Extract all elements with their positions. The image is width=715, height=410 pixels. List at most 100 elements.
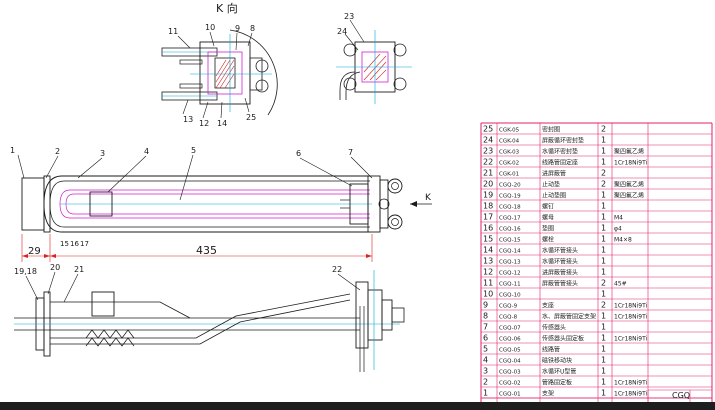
- callout-19-18: 19,18: [14, 267, 37, 276]
- bom-no: 21: [483, 169, 493, 178]
- bom-qty: 2: [601, 279, 606, 288]
- bom-qty: 1: [601, 213, 606, 222]
- view-title: K 向: [216, 1, 238, 15]
- bom-no: 23: [483, 147, 493, 156]
- bom-code: CGQ-07: [499, 326, 521, 332]
- bom-code: CGQ-11: [499, 282, 521, 288]
- callout-24: 24: [337, 27, 347, 36]
- bom-no: 5: [483, 345, 488, 354]
- bom-qty: 1: [601, 202, 606, 211]
- bom-name: 水循环密封垫: [542, 148, 578, 156]
- bom-code: CGQ-17: [499, 216, 521, 222]
- bom-code: CGQ-19: [499, 194, 521, 200]
- bom-no: 12: [483, 268, 493, 277]
- callout-top-8: 8: [250, 24, 255, 33]
- bom-qty: 2: [601, 301, 606, 310]
- bom-code: CGQ-01: [499, 392, 521, 398]
- k-view-detail: 11 10 9 8 13 12 14 25: [161, 23, 278, 128]
- bom-code: CGQ-16: [499, 227, 521, 233]
- bom-qty: 1: [601, 224, 606, 233]
- bom-qty: 1: [601, 345, 606, 354]
- callout-20: 20: [50, 263, 60, 272]
- bom-no: 24: [483, 136, 493, 145]
- bom-code: CGQ-14: [499, 249, 521, 255]
- callout-6: 6: [296, 149, 301, 158]
- callout-16: 16: [70, 240, 79, 248]
- callout-top-13: 13: [183, 115, 193, 124]
- bom-no: 11: [483, 279, 493, 288]
- bom-qty: 1: [601, 147, 606, 156]
- bom-code: CGQ-02: [499, 381, 521, 387]
- bom-qty: 1: [601, 389, 606, 398]
- bom-code: CGQ-04: [499, 359, 521, 365]
- bom-qty: 1: [601, 312, 606, 321]
- dim-left: 29: [28, 246, 41, 257]
- bom-name: 进屏蔽管接头: [542, 269, 578, 277]
- bom-name: 支架: [542, 390, 554, 398]
- callout-4: 4: [144, 147, 149, 156]
- callout-7: 7: [348, 148, 353, 157]
- callout-5: 5: [191, 146, 196, 155]
- bom-name: 支座: [542, 302, 554, 310]
- bom-material: 1Cr18Ni9Ti: [614, 314, 648, 321]
- bom-no: 20: [483, 180, 493, 189]
- bom-no: 17: [483, 213, 493, 222]
- callout-17: 17: [80, 240, 89, 248]
- dim-length: 435: [196, 244, 217, 257]
- bom-name: 传感器头: [542, 324, 566, 332]
- bom-qty: 1: [601, 323, 606, 332]
- callout-2: 2: [55, 147, 60, 156]
- bom-qty: 1: [601, 356, 606, 365]
- bom-no: 18: [483, 202, 493, 211]
- bom-code: CGK-03: [499, 150, 520, 156]
- bom-no: 2: [483, 378, 488, 387]
- bom-name: 线路管固定座: [542, 159, 578, 167]
- bom-name: 止动垫圈: [542, 192, 566, 200]
- bom-material: M4: [614, 215, 623, 222]
- bom-name: 传感器头固定板: [542, 335, 584, 343]
- callout-top-14: 14: [217, 119, 227, 128]
- bom-code: CGQ-13: [499, 260, 521, 266]
- callout-top-10: 10: [205, 23, 215, 32]
- bom-qty: 1: [601, 191, 606, 200]
- bom-name: 管路固定板: [542, 379, 572, 387]
- callout-top-11: 11: [168, 27, 178, 36]
- bom-no: 25: [483, 125, 493, 134]
- bom-code: CGK-04: [499, 139, 520, 145]
- callout-top-9: 9: [235, 24, 240, 33]
- bom-code: CGQ-06: [499, 337, 521, 343]
- bom-code: CGQ-10: [499, 293, 521, 299]
- bom-name: 螺钉: [542, 203, 554, 211]
- bom-code: CGQ-05: [499, 348, 521, 354]
- bom-no: 3: [483, 367, 488, 376]
- callout-1: 1: [10, 146, 15, 155]
- callout-23: 23: [344, 12, 354, 21]
- bom-name: 止动垫: [542, 181, 560, 189]
- bom-name: 螺母: [542, 214, 554, 222]
- k-arrow-label: K: [425, 193, 432, 203]
- bom-code: CGQ-8: [499, 315, 518, 321]
- bom-no: 19: [483, 191, 493, 200]
- bom-name: 磁铁移动块: [542, 357, 572, 365]
- bom-material: 1Cr18Ni9Ti: [614, 160, 648, 167]
- bom-qty: 1: [601, 268, 606, 277]
- callout-15: 15: [60, 240, 69, 248]
- bom-name: 进屏蔽管: [542, 170, 566, 178]
- bom-name: 水循环管接头: [542, 247, 578, 255]
- bom-material: 1Cr18Ni9Ti: [614, 391, 648, 398]
- bom-code: CGQ-03: [499, 370, 521, 376]
- bom-qty: 1: [601, 290, 606, 299]
- bom-qty: 1: [601, 367, 606, 376]
- bom-name: 水循环U型管: [542, 368, 576, 376]
- section-detail: 23 24: [336, 12, 412, 104]
- bom-name: 垫圈: [542, 225, 554, 233]
- bom-qty: 1: [601, 334, 606, 343]
- bom-qty: 1: [601, 246, 606, 255]
- bom-qty: 2: [601, 125, 606, 134]
- bom-code: CGQ-12: [499, 271, 521, 277]
- bom-name: 水、屏蔽管固定支架: [542, 313, 596, 321]
- bom-no: 6: [483, 334, 488, 343]
- bom-material: M4×8: [614, 237, 632, 244]
- bom-code: CGK-01: [499, 172, 519, 178]
